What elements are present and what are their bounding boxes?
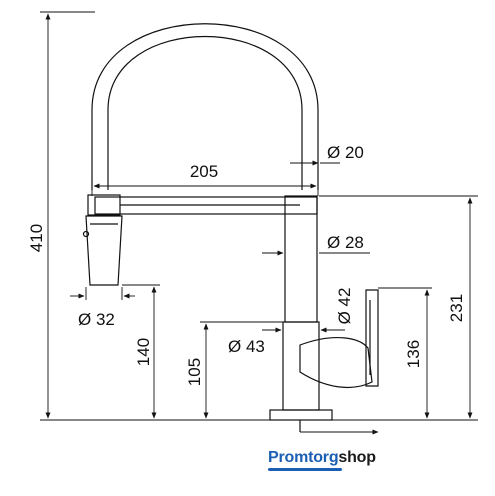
spout-outer-curve [91,23,319,190]
label-410: 410 [27,224,46,252]
label-d43: Ø 43 [228,337,265,356]
label-d42: Ø 42 [335,288,354,325]
faucet-body [284,195,318,323]
spout-inner-curve [107,35,303,190]
label-d28: Ø 28 [327,233,364,252]
label-205: 205 [190,162,218,181]
spray-head [85,215,123,286]
label-105: 105 [185,358,204,386]
label-136: 136 [404,340,423,368]
label-d20: Ø 20 [327,143,364,162]
promtorgshop-logo: Promtorgshop [268,449,376,467]
base-plate [269,409,333,421]
logo-part2: shop [338,449,376,466]
lever-body [299,337,373,389]
lever-handle [365,289,379,387]
logo-underline [268,468,342,471]
label-140: 140 [134,338,153,366]
spray-head-top [87,194,121,216]
valve-housing [282,321,320,411]
logo-part1: Promtorg [268,449,339,466]
label-231: 231 [447,294,466,322]
label-d32: Ø 32 [78,310,115,329]
